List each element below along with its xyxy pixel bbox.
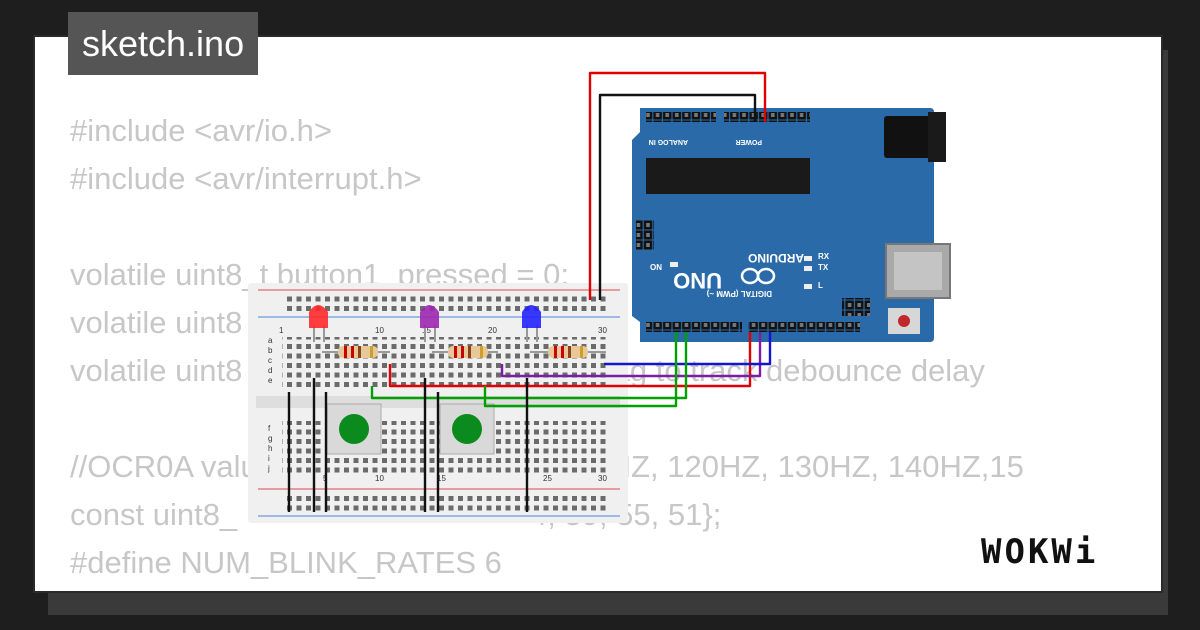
wire-pin9[interactable] xyxy=(500,332,762,378)
led-blue[interactable] xyxy=(522,305,541,342)
column-number: 30 xyxy=(598,474,607,483)
code-line: #include <avr/interrupt.h> xyxy=(70,161,422,196)
column-number: 1 xyxy=(279,326,284,335)
digital-header-label: DIGITAL (PWM ~) xyxy=(706,289,772,298)
wire-pin8[interactable] xyxy=(388,332,752,388)
arduino-logo-icon xyxy=(740,267,776,285)
logo-text: WOKWi xyxy=(981,532,1098,572)
analog-header-label: ANALOG IN xyxy=(649,138,688,145)
wire-pin2[interactable] xyxy=(370,332,688,400)
file-title-tab[interactable]: sketch.ino xyxy=(68,12,259,75)
row-letter: b xyxy=(268,346,273,355)
tx-led-icon xyxy=(804,266,812,271)
column-number: 15 xyxy=(422,326,431,335)
power-header-label: POWER xyxy=(736,138,762,145)
wokwi-logo-icon: WOKWi xyxy=(981,532,1098,572)
board-brand: ARDUINO xyxy=(748,251,804,265)
wire-pin10[interactable] xyxy=(604,332,772,366)
terminal-strip-top xyxy=(282,337,608,389)
wires xyxy=(287,71,772,512)
column-number: 10 xyxy=(375,474,384,483)
column-number: 20 xyxy=(488,326,497,335)
microcontroller-chip xyxy=(646,158,810,194)
on-led-label: ON xyxy=(650,263,662,272)
row-letter: f xyxy=(268,424,271,433)
header-digital-high xyxy=(748,322,860,332)
column-number: 30 xyxy=(598,326,607,335)
row-letter: d xyxy=(268,366,272,375)
reset-button[interactable] xyxy=(888,308,920,334)
wire-5v[interactable] xyxy=(588,71,767,300)
code-line: #include <avr/io.h> xyxy=(70,113,332,148)
power-rail-bottom xyxy=(286,492,606,512)
row-letter: a xyxy=(268,336,273,345)
wire-gnd[interactable] xyxy=(598,93,757,300)
row-letter: c xyxy=(268,356,272,365)
wokwi-logo[interactable]: WOKWi xyxy=(972,522,1152,580)
row-letter: h xyxy=(268,444,272,453)
pushbutton-1[interactable] xyxy=(326,403,382,455)
resistor-3[interactable] xyxy=(530,346,606,358)
header-digital-low xyxy=(646,322,742,332)
l-led-icon xyxy=(804,284,812,289)
led-red[interactable] xyxy=(309,305,328,342)
arduino-uno-board[interactable]: UNO ARDUINO DIGITAL (PWM ~) ANALOG IN PO… xyxy=(632,108,951,342)
icsp-header xyxy=(636,220,654,250)
row-letter: e xyxy=(268,376,273,385)
rx-led-label: RX xyxy=(818,252,830,261)
on-led-icon xyxy=(670,262,678,267)
header-power xyxy=(724,112,810,122)
usb-jack xyxy=(885,243,951,299)
resistor-2[interactable] xyxy=(432,346,498,358)
pushbutton-2[interactable] xyxy=(439,403,495,455)
column-number: 25 xyxy=(543,474,552,483)
header-analog xyxy=(646,112,716,122)
l-led-label: L xyxy=(818,281,823,290)
led-purple[interactable] xyxy=(420,305,439,342)
column-number: 15 xyxy=(437,474,446,483)
board-name: UNO xyxy=(673,268,722,293)
code-line: volatile uint8 // Flag to track debounce… xyxy=(70,353,985,388)
rx-led-icon xyxy=(804,256,812,261)
wire-pin3[interactable] xyxy=(483,332,678,408)
row-letter: i xyxy=(268,454,270,463)
code-line: #define NUM_BLINK_RATES 6 xyxy=(70,545,502,580)
power-jack xyxy=(884,112,946,162)
column-number: 10 xyxy=(375,326,384,335)
resistor-1[interactable] xyxy=(322,346,390,358)
icsp-header-2 xyxy=(842,298,870,316)
row-letter: g xyxy=(268,434,272,443)
tx-led-label: TX xyxy=(818,263,829,272)
power-rail-top xyxy=(286,293,606,313)
row-letter: j xyxy=(267,464,270,473)
